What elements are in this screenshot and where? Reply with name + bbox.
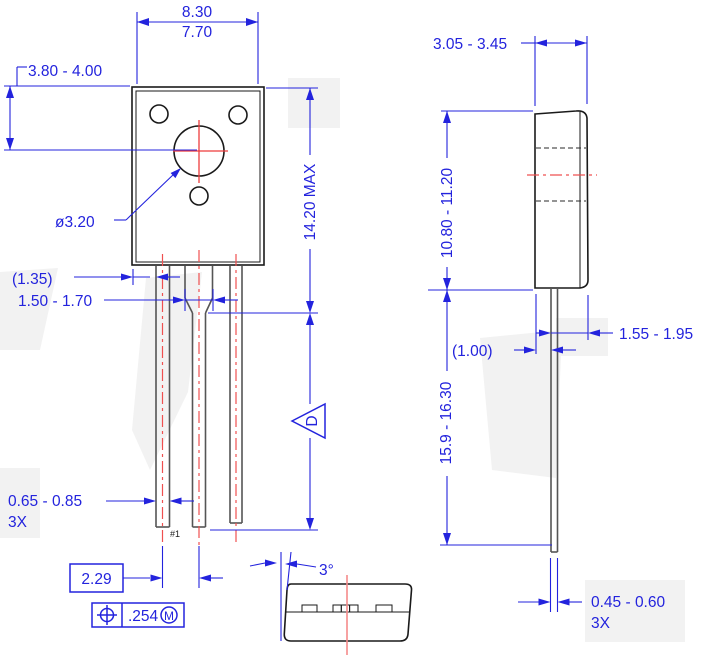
mounting-hole-top-right [228, 105, 248, 125]
dim-datum-flagged: D [210, 313, 326, 531]
dim-lead-length: 15.9 - 16.30 [438, 290, 552, 546]
gdt-feature-control-frame: .254 M [91, 602, 185, 628]
dim-lead-thickness: 0.45 - 0.60 3X [518, 558, 665, 632]
datum-flag-label: D [304, 415, 321, 426]
hole-bottom [189, 186, 209, 206]
front-body-inner [135, 90, 261, 263]
mmc-modifier-icon: M [160, 606, 178, 624]
hole-offset-label: 3.80 - 4.00 [28, 63, 102, 80]
lead-length-label: 15.9 - 16.30 [438, 381, 455, 464]
lead-shoulder-label: 1.50 - 1.70 [18, 293, 92, 310]
lead-setback-ref-label: (1.00) [452, 343, 493, 360]
draft-angle-label: 3° [319, 562, 334, 579]
dim-hole-offset: 3.80 - 4.00 [4, 63, 197, 151]
lead-thickness-count-label: 3X [591, 615, 611, 632]
dim-lead-pitch: 2.29 [69, 546, 223, 593]
datum-flag-icon [290, 402, 326, 440]
side-body-height-label: 10.80 - 11.20 [439, 168, 456, 259]
pin-one-label: #1 [170, 529, 180, 539]
lead-pitch-label: 2.29 [81, 571, 111, 588]
side-view [527, 110, 597, 553]
dim-overall-height: 14.20 MAX [208, 87, 319, 314]
lead-width-label: 0.65 - 0.85 [8, 493, 82, 510]
body-width-max-label: 8.30 [182, 4, 213, 21]
front-view [131, 86, 265, 546]
lead-width-count-label: 3X [8, 514, 28, 531]
side-body [534, 110, 589, 289]
watermark [0, 78, 685, 642]
body-width-min-label: 7.70 [182, 24, 213, 41]
edge-to-lead-label: (1.35) [12, 271, 53, 288]
lead-thickness-label: 0.45 - 0.60 [591, 594, 665, 611]
dim-draft-angle: 3° [249, 551, 334, 641]
lead-setback-label: 1.55 - 1.95 [619, 326, 693, 343]
position-tolerance-icon [97, 605, 117, 625]
mmc-modifier-label: M [164, 609, 174, 623]
dim-side-body-height: 10.80 - 11.20 [428, 110, 533, 291]
dim-body-width: 8.30 7.70 [136, 4, 259, 84]
dim-body-thickness: 3.05 - 3.45 [433, 36, 588, 106]
dim-lead-setback: 1.55 - 1.95 [535, 294, 693, 354]
mounting-hole-top-left [149, 104, 169, 124]
side-lead [550, 288, 559, 553]
dim-lead-setback-ref: (1.00) [452, 343, 576, 360]
overall-height-label: 14.20 MAX [302, 163, 319, 240]
dim-lead-shoulder: 1.50 - 1.70 [18, 289, 238, 311]
hole-diameter-label: ø3.20 [55, 214, 95, 231]
dim-lead-width: 0.65 - 0.85 3X [8, 493, 194, 531]
dim-hole-diameter: ø3.20 [55, 168, 181, 231]
tolerance-value-label: .254 [128, 608, 159, 625]
body-thickness-label: 3.05 - 3.45 [433, 36, 507, 53]
bottom-view: 3° [249, 551, 413, 655]
dim-edge-to-lead: (1.35) [12, 269, 180, 288]
front-body-outer [131, 86, 265, 266]
